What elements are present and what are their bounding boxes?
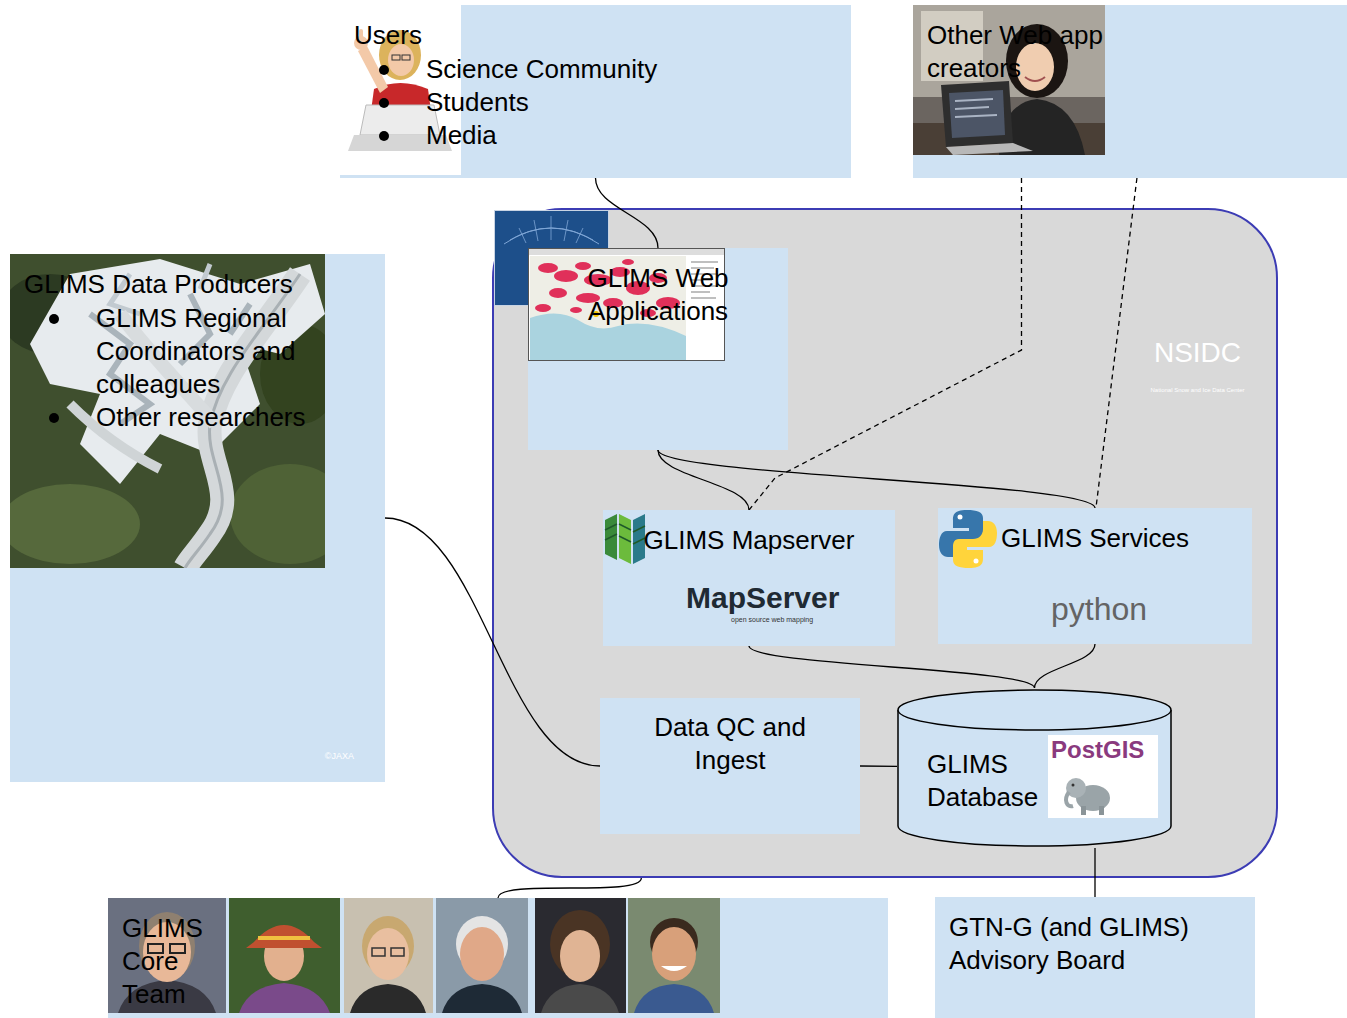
mapserver-icon [603, 510, 647, 566]
component-box: GLIMS MapserverMapServeropen source web … [603, 510, 895, 646]
connector [860, 765, 897, 767]
text-frame: ©JAXA [314, 751, 354, 762]
node-text: National Snow and Ice Data Center [1143, 387, 1252, 394]
text-frame: Other Web app creators [927, 19, 1142, 85]
bullet-dot [49, 314, 59, 324]
system-container: NSIDC National Snow and Ice Data Center G… [492, 208, 1278, 878]
connector [658, 450, 1095, 508]
bullet-dot [49, 413, 59, 423]
text-frame: Other researchers [96, 401, 366, 434]
connector [749, 646, 1035, 688]
image-credit: ©JAXA [314, 751, 354, 762]
node-text: Media [426, 119, 686, 152]
node-title: GLIMS Database [927, 748, 1045, 814]
connector [385, 518, 600, 766]
text-frame: Media [426, 119, 686, 152]
component-box: Data QC and Ingest [600, 698, 860, 834]
node-text: Science Community [426, 53, 686, 86]
actor-box: GLIMS Data ProducersGLIMS Regional Coord… [10, 254, 385, 782]
text-frame: Users [354, 19, 674, 52]
node-title: Other Web app creators [927, 19, 1142, 85]
component-box: GLIMS Web Applications [528, 248, 788, 450]
text-frame: GLIMS Regional Coordinators and colleagu… [96, 302, 346, 401]
actor-box: Other Web app creators [913, 5, 1347, 178]
text-frame: GLIMS Core Team [122, 912, 222, 1011]
team-box: GLIMS Core Team [108, 898, 888, 1018]
bullet-dot [379, 98, 389, 108]
node-title: GLIMS Mapserver [613, 524, 885, 557]
text-frame: National Snow and Ice Data Center [1143, 387, 1252, 394]
connector [596, 178, 659, 248]
node-title: GLIMS Data Producers [24, 268, 374, 301]
bullet-dot [379, 65, 389, 75]
node-text: PostGIS [1051, 736, 1155, 764]
text-frame: GLIMS Web Applications [543, 262, 773, 328]
node-text: MapServer [686, 580, 866, 616]
node-title: Data QC and Ingest [630, 711, 830, 777]
node-text: Students [426, 86, 686, 119]
node-title: GLIMS Services [948, 522, 1242, 555]
actor-box: UsersScience CommunityStudentsMedia [340, 5, 851, 178]
text-frame: GLIMS Data Producers [24, 268, 374, 301]
connector [1035, 644, 1096, 688]
text-frame: python [1051, 590, 1161, 628]
bullet-dot [379, 131, 389, 141]
text-frame: Science Community [426, 53, 686, 86]
node-title: GLIMS Web Applications [543, 262, 773, 328]
database-node: GLIMS DatabasePostGIS [897, 688, 1172, 848]
python-icon [938, 508, 998, 570]
node-text: open source web mapping [731, 616, 851, 624]
board-box: GTN-G (and GLIMS) Advisory Board [935, 897, 1255, 1018]
node-title: GLIMS Core Team [122, 912, 222, 1011]
component-box: GLIMS Services python [938, 508, 1252, 644]
node-title: NSIDC [1142, 337, 1253, 369]
connector [1094, 848, 1095, 897]
text-frame: GLIMS Mapserver [613, 524, 885, 557]
node-text: Other researchers [96, 401, 366, 434]
node-text: python [1051, 590, 1161, 628]
dashed-connector [749, 178, 1022, 510]
node-title: GTN-G (and GLIMS) Advisory Board [949, 911, 1245, 977]
text-frame: Students [426, 86, 686, 119]
text-frame: PostGIS [1051, 736, 1155, 764]
node-title: Users [354, 19, 674, 52]
text-frame: open source web mapping [731, 616, 851, 624]
text-frame: GLIMS Database [927, 748, 1045, 814]
node-text: GLIMS Regional Coordinators and colleagu… [96, 302, 346, 401]
text-frame: MapServer [686, 580, 866, 616]
text-frame: Data QC and Ingest [630, 711, 830, 777]
text-frame: NSIDC [1142, 337, 1253, 369]
text-frame: GTN-G (and GLIMS) Advisory Board [949, 911, 1245, 977]
dashed-connector [1096, 178, 1137, 508]
connector [498, 878, 641, 898]
text-frame: GLIMS Services [948, 522, 1242, 555]
connector [658, 450, 749, 510]
